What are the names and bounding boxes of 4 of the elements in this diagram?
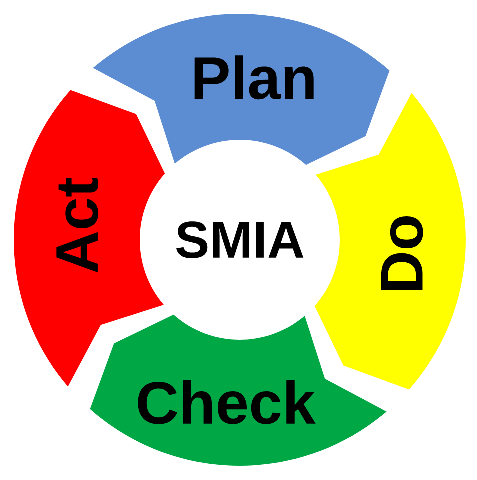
center-label: SMIA	[176, 222, 304, 258]
check-segment: Check	[90, 314, 387, 466]
do-segment: Do	[314, 93, 466, 390]
plan-segment: Plan	[93, 14, 390, 166]
